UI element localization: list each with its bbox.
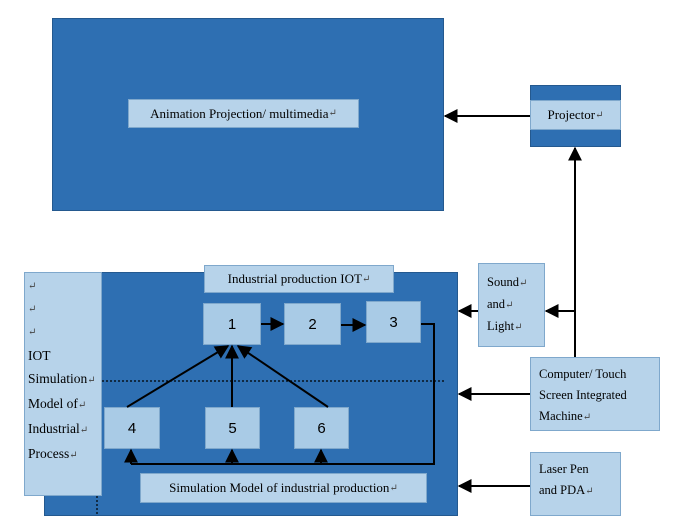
feedback-line <box>131 323 435 465</box>
sidebar-line: Model of↵ <box>28 396 87 411</box>
projector-label: Projector↵ <box>530 100 621 130</box>
arrow-4-to-1 <box>126 345 230 408</box>
node-1: 1 <box>203 303 261 345</box>
node-4: 4 <box>104 407 160 449</box>
arrow-6-to-1 <box>236 345 329 408</box>
animation-projection-label: Animation Projection/ multimedia↵ <box>128 99 359 128</box>
sidebar-line: Simulation↵ <box>28 371 96 386</box>
simulation-model-label: Simulation Model of industrial productio… <box>140 473 427 503</box>
computer-touch-screen-block: Computer/ Touch Screen Integrated Machin… <box>530 357 660 431</box>
sidebar-return-2: ↵ <box>28 304 37 315</box>
sidebar-line: Process↵ <box>28 446 78 461</box>
sound-light-block: Sound↵ and↵ Light↵ <box>478 263 545 347</box>
sidebar-line: IOT <box>28 348 51 363</box>
node-2: 2 <box>284 303 341 345</box>
iot-title-label: Industrial production IOT↵ <box>204 265 394 293</box>
node-5: 5 <box>205 407 260 449</box>
iot-simulation-sidebar: ↵ ↵ ↵ IOT Simulation↵ Model of↵ Industri… <box>24 272 102 496</box>
sidebar-return-3: ↵ <box>28 327 37 338</box>
node-6: 6 <box>294 407 349 449</box>
sidebar-line: Industrial↵ <box>28 421 89 436</box>
laser-pen-pda-block: Laser Pen and PDA↵ <box>530 452 621 516</box>
sidebar-return-1: ↵ <box>28 281 37 292</box>
node-3: 3 <box>366 301 421 343</box>
